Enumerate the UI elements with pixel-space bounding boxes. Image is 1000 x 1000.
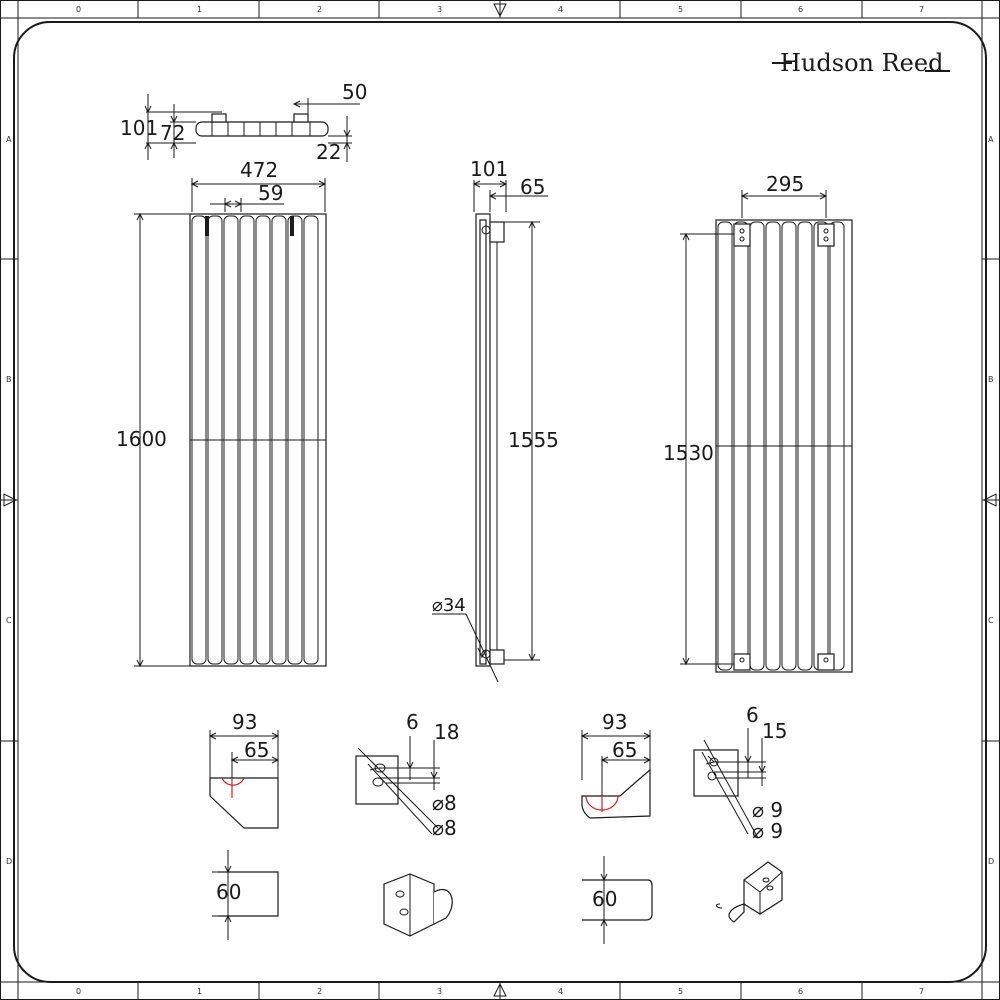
col-label: 6 — [798, 5, 803, 14]
bracket-a-height-label: 60 — [216, 880, 241, 904]
bracket-b-pitch-label: 6 — [746, 703, 759, 727]
bracket-a-hole1-label: ⌀8 — [432, 791, 457, 815]
bracket-a-offset-label: 18 — [434, 720, 459, 744]
front-width-label: 472 — [240, 158, 278, 182]
row-label: C — [6, 616, 12, 625]
col-label: 2 — [317, 5, 322, 14]
col-label: 6 — [798, 987, 803, 996]
bracket-b-inner-label: 65 — [612, 738, 637, 762]
col-label: 3 — [437, 987, 442, 996]
bracket-b-height-label: 60 — [592, 887, 617, 911]
brand-logo: Hudson Reed — [772, 49, 950, 77]
col-label: 5 — [678, 987, 683, 996]
bracket-a-inner-label: 65 — [244, 738, 269, 762]
bracket-b-holes: 6 15 ⌀ 9 ⌀ 9 — [693, 703, 787, 843]
plan-inner-label: 72 — [160, 121, 185, 145]
col-label: 7 — [919, 987, 924, 996]
row-label: B — [6, 375, 12, 384]
rear-view-radiator: 295 1530 — [663, 172, 853, 673]
plan-offset-label: 50 — [342, 80, 367, 104]
bracket-b-hole2-label: ⌀ 9 — [752, 819, 783, 843]
plan-tube-label: 22 — [316, 140, 341, 164]
side-depth-label: 101 — [470, 157, 508, 181]
row-labels-right: A B C D — [988, 135, 994, 866]
front-view-radiator: 472 59 1600 — [116, 158, 327, 668]
side-tube-dia-label: ⌀34 — [432, 595, 466, 616]
bracket-b-front: 60 — [582, 856, 653, 944]
side-gap-label: 65 — [520, 175, 545, 199]
wall-bracket-marks — [733, 223, 835, 671]
front-pitch-label: 59 — [258, 181, 283, 205]
bracket-a-front: 60 — [212, 850, 279, 940]
bracket-b-side: 93 65 — [580, 710, 652, 819]
col-label: 1 — [197, 5, 202, 14]
rear-height-label: 1530 — [663, 441, 714, 465]
col-label: 0 — [76, 987, 81, 996]
plan-view: 101 72 50 22 — [120, 80, 367, 164]
row-label: D — [6, 857, 12, 866]
col-label: 4 — [558, 987, 563, 996]
col-label: 3 — [437, 5, 442, 14]
col-label: 1 — [197, 987, 202, 996]
bracket-b-width-label: 93 — [602, 710, 627, 734]
bracket-b-iso — [715, 861, 783, 923]
bracket-b-offset-label: 15 — [762, 719, 787, 743]
col-label: 2 — [317, 987, 322, 996]
column-labels-top: 0 1 2 3 4 5 6 7 — [76, 5, 924, 14]
col-label: 5 — [678, 5, 683, 14]
plan-depth-label: 101 — [120, 116, 158, 140]
front-height-label: 1600 — [116, 427, 167, 451]
col-label: 0 — [76, 5, 81, 14]
bracket-a-pitch-label: 6 — [406, 710, 419, 734]
logo-text: Hudson Reed — [780, 49, 943, 77]
bracket-b-hole1-label: ⌀ 9 — [752, 798, 783, 822]
bracket-a-side: 93 65 — [208, 710, 280, 829]
row-label: A — [988, 135, 994, 144]
bracket-a-holes: 6 18 ⌀8 ⌀8 — [355, 710, 459, 840]
bracket-a-hole2-label: ⌀8 — [432, 816, 457, 840]
side-height-label: 1555 — [508, 428, 559, 452]
row-label: B — [988, 375, 994, 384]
row-label: A — [6, 135, 12, 144]
row-label: D — [988, 857, 994, 866]
row-labels-left: A B C D — [6, 135, 12, 866]
row-label: C — [988, 616, 994, 625]
column-labels-bottom: 0 1 2 3 4 5 6 7 — [76, 987, 924, 996]
bracket-a-width-label: 93 — [232, 710, 257, 734]
rear-spacing-label: 295 — [766, 172, 804, 196]
side-view-radiator: 101 65 1555 ⌀34 — [432, 157, 559, 683]
col-label: 4 — [558, 5, 563, 14]
col-label: 7 — [919, 5, 924, 14]
bracket-a-iso — [383, 873, 453, 937]
